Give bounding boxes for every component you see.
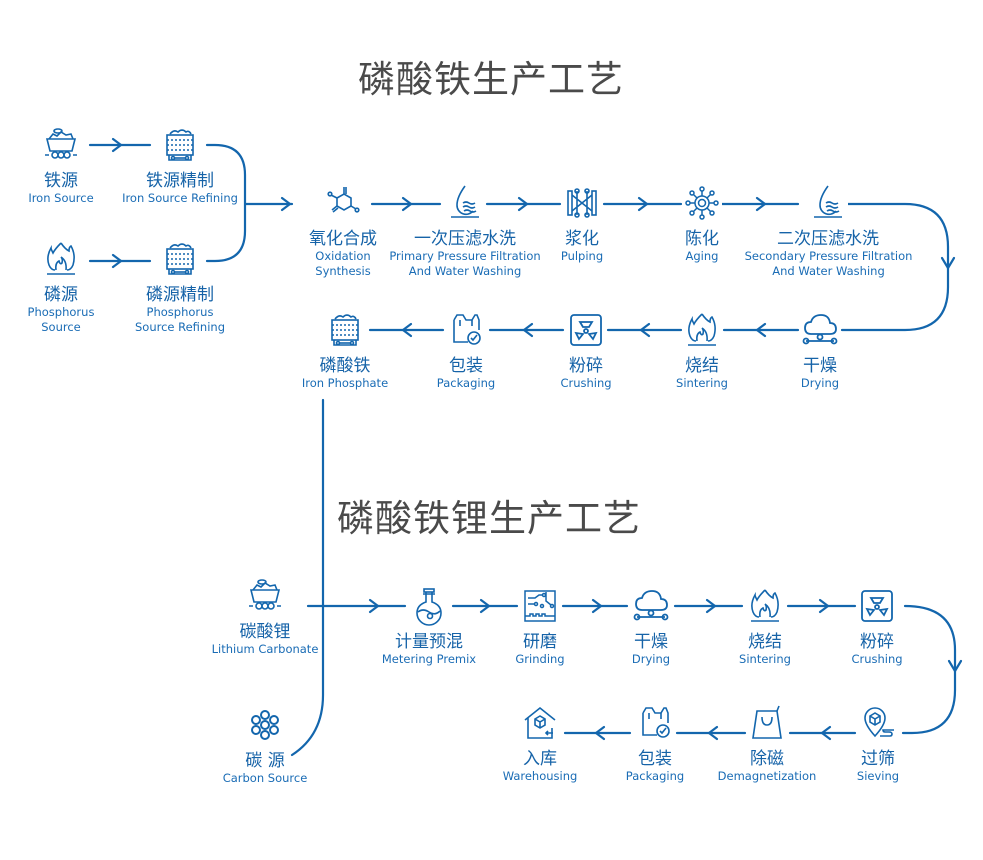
step-iron-source: 铁源 Iron Source <box>0 125 146 206</box>
step-carbon-source: 碳 源 Carbon Source <box>180 705 350 786</box>
package-check-icon <box>635 703 675 743</box>
arrow-head <box>591 598 603 614</box>
package-check-icon <box>446 310 486 350</box>
step-packaging: 包装 Packaging <box>570 703 740 784</box>
flame-icon <box>682 310 722 350</box>
location-box-icon <box>858 703 898 743</box>
arrow-head <box>755 322 767 338</box>
arrow-head <box>280 196 292 212</box>
shopping-bag-icon <box>747 703 787 743</box>
radiation-box-icon <box>566 310 606 350</box>
connector-merge-bracket <box>205 143 294 263</box>
step-lithium-carbonate: 碳酸锂 Lithium Carbonate <box>180 576 350 657</box>
arrow-head <box>940 256 956 270</box>
step-drying: 干燥 Drying <box>735 310 905 391</box>
arrow-head <box>639 322 651 338</box>
step-metering-premix: 计量预混 Metering Premix <box>344 586 514 667</box>
step-drying: 干燥 Drying <box>566 586 736 667</box>
arrow-head <box>111 253 123 269</box>
step-phosphorus-source-refining: 磷源精制 Phosphorus Source Refining <box>95 239 265 335</box>
flame-icon <box>745 586 785 626</box>
section-title-iron-phosphate: 磷酸铁生产工艺 <box>358 58 624 101</box>
arrow-head <box>111 137 123 153</box>
filter-press-icon <box>562 183 602 223</box>
arrow-head <box>707 725 719 741</box>
flame-icon <box>41 239 81 279</box>
step-oxidation-synthesis: 氧化合成 Oxidation Synthesis <box>258 183 428 279</box>
step-aging: 陈化 Aging <box>617 183 787 264</box>
arrow-head <box>522 322 534 338</box>
flask-icon <box>409 586 449 626</box>
step-sintering: 烧结 Sintering <box>680 586 850 667</box>
radiation-box-icon <box>857 586 897 626</box>
step-sieving: 过筛 Sieving <box>793 703 963 784</box>
mine-cart-icon <box>41 125 81 165</box>
section-title-lithium-iron-phosphate: 磷酸铁锂生产工艺 <box>337 497 641 540</box>
water-drop-icon <box>808 183 848 223</box>
arrow-head <box>594 725 606 741</box>
connector-to-lfp <box>290 398 325 757</box>
step-grinding: 研磨 Grinding <box>455 586 625 667</box>
arrow-head <box>637 196 649 212</box>
ore-wagon-icon <box>160 125 200 165</box>
water-drop-icon <box>445 183 485 223</box>
cloud-network-icon <box>800 310 840 350</box>
step-iron-phosphate: 磷酸铁 Iron Phosphate <box>260 310 430 391</box>
step-primary-pressure-filtration: 一次压滤水洗 Primary Pressure Filtration And W… <box>380 183 550 279</box>
arrow-head <box>947 659 963 673</box>
molecule-icon <box>323 183 363 223</box>
arrow-head <box>517 196 529 212</box>
arrow-head <box>820 725 832 741</box>
step-packaging: 包装 Packaging <box>381 310 551 391</box>
arrow-head <box>401 322 413 338</box>
arrow-head <box>705 598 717 614</box>
circuit-board-icon <box>520 586 560 626</box>
arrow-head <box>479 598 491 614</box>
step-phosphorus-source: 磷源 Phosphorus Source <box>0 239 146 335</box>
step-crushing: 粉碎 Crushing <box>792 586 962 667</box>
step-demagnetization: 除磁 Demagnetization <box>682 703 852 784</box>
step-iron-source-refining: 铁源精制 Iron Source Refining <box>95 125 265 206</box>
carbon-rings-icon <box>245 705 285 745</box>
mine-cart-icon <box>245 576 285 616</box>
step-secondary-pressure-filtration: 二次压滤水洗 Secondary Pressure Filtration And… <box>743 183 913 279</box>
step-crushing: 粉碎 Crushing <box>501 310 671 391</box>
ore-wagon-icon <box>325 310 365 350</box>
warehouse-icon <box>520 703 560 743</box>
ore-wagon-icon <box>160 239 200 279</box>
virus-icon <box>682 183 722 223</box>
step-pulping: 浆化 Pulping <box>497 183 667 264</box>
cloud-network-icon <box>631 586 671 626</box>
arrow-head <box>818 598 830 614</box>
arrow-head <box>368 598 380 614</box>
step-warehousing: 入库 Warehousing <box>455 703 625 784</box>
step-sintering: 烧结 Sintering <box>617 310 787 391</box>
arrow-head <box>401 196 413 212</box>
arrow-head <box>755 196 767 212</box>
